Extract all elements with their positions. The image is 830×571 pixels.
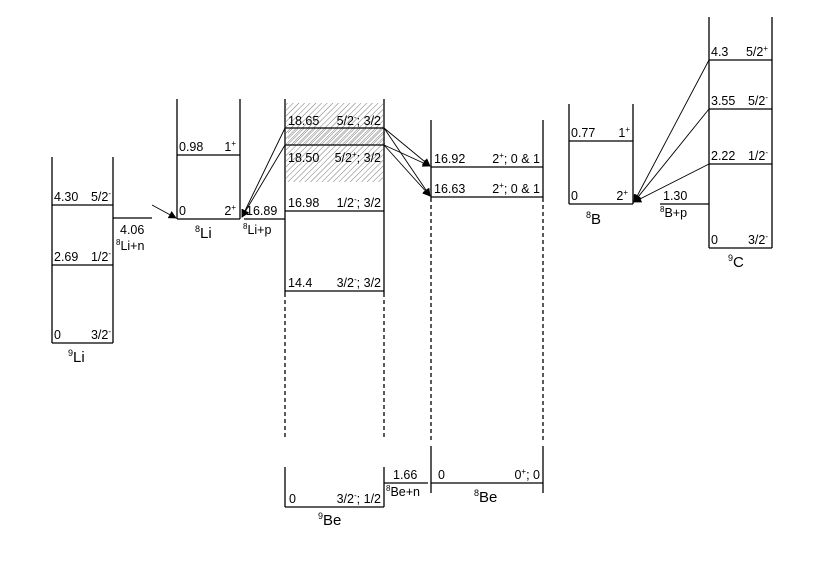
li9-level-spin: 3/2- (91, 327, 111, 342)
li8-nucleus-label: 8Li (195, 224, 212, 242)
c9-level-energy: 4.3 (711, 45, 728, 59)
li9-level-energy: 2.69 (54, 250, 78, 264)
be9-width-band-18.50 (286, 145, 383, 182)
li9-level-energy: 4.30 (54, 190, 78, 204)
arrow-be9-18.50-to-li8 (241, 144, 286, 218)
li9-level-spin: 1/2- (91, 249, 111, 264)
b8-nucleus-label: 8B (586, 210, 601, 228)
be9-level-spin: 1/2-; 3/2 (337, 195, 381, 210)
be8-level-energy: 16.63 (434, 182, 465, 196)
c9-level-spin: 5/2+ (746, 44, 768, 59)
b8-level-spin: 1+ (618, 125, 630, 140)
arrow-c9-4.3-to-b8 (633, 59, 710, 203)
li8-level-energy: 0.98 (179, 140, 203, 154)
li8-level-spin: 2+ (224, 203, 236, 218)
c9-level-spin: 1/2- (748, 148, 768, 163)
c9-nucleus-label: 9C (728, 253, 744, 271)
li9-scheme: 4.30 5/2- 2.69 1/2- 0 3/2- 9Li 4.06 8Li+… (51, 157, 152, 366)
li8-threshold-energy: 16.89 (246, 204, 277, 218)
be9-level-energy: 0 (289, 492, 296, 506)
arrow-be9-18.65-to-be8-16.63 (383, 127, 431, 197)
c9-scheme: 4.3 5/2+ 3.55 5/2- 2.22 1/2- 0 3/2- 9C (708, 17, 773, 271)
arrow-be9-18.50-to-be8-16.92 (383, 144, 431, 167)
arrow-c9-2.22-to-b8 (633, 163, 710, 203)
li8-scheme: 0.98 1+ 0 2+ 8Li 16.89 8Li+p (176, 99, 285, 242)
be8-level-energy: 16.92 (434, 152, 465, 166)
c9-level-energy: 3.55 (711, 94, 735, 108)
c9-level-energy: 2.22 (711, 149, 735, 163)
be9-width-band-18.65 (286, 103, 383, 128)
b8-level-energy: 0 (571, 189, 578, 203)
b8-level-energy: 0.77 (571, 126, 595, 140)
be9-level-energy: 18.50 (288, 151, 319, 165)
c9-level-spin: 3/2- (748, 232, 768, 247)
b8-threshold-label: 8B+p (660, 205, 687, 220)
be8-level-spin: 2+; 0 & 1 (492, 181, 540, 196)
arrow-li9-to-li8 (151, 204, 177, 219)
be8-level-spin: 2+; 0 & 1 (492, 151, 540, 166)
li9-nucleus-label: 9Li (68, 348, 85, 366)
arrow-be9-18.65-to-be8-16.92 (383, 127, 431, 167)
be9-level-spin: 5/2+; 3/2 (335, 150, 381, 165)
be9-scheme: 18.65 5/2-; 3/2 18.50 5/2+; 3/2 16.98 1/… (284, 99, 428, 529)
transition-arrows (151, 59, 710, 219)
c9-level-energy: 0 (711, 233, 718, 247)
li8-level-energy: 0 (179, 204, 186, 218)
be9-level-spin: 3/2-; 1/2 (337, 491, 381, 506)
be8-level-spin: 0+; 0 (514, 467, 540, 482)
be9-width-band-dense-2 (288, 128, 385, 145)
be9-nucleus-label: 9Be (318, 511, 341, 529)
be9-level-spin: 3/2-; 3/2 (337, 275, 381, 290)
be9-threshold-label: 8Be+n (386, 484, 420, 499)
li8-threshold-label: 8Li+p (243, 222, 271, 237)
li9-level-spin: 5/2- (91, 189, 111, 204)
arrow-c9-3.55-to-b8 (633, 108, 710, 203)
b8-scheme: 0.77 1+ 0 2+ 8B 1.30 8B+p (568, 104, 709, 228)
be9-level-energy: 18.65 (288, 114, 319, 128)
b8-level-spin: 2+ (616, 188, 628, 203)
c9-level-spin: 5/2- (748, 93, 768, 108)
be8-level-energy: 0 (438, 468, 445, 482)
be9-level-spin: 5/2-; 3/2 (337, 113, 381, 128)
li9-level-energy: 0 (54, 328, 61, 342)
arrow-be9-18.65-to-li8 (241, 127, 286, 218)
li8-level-spin: 1+ (224, 139, 236, 154)
li9-threshold-energy: 4.06 (120, 223, 144, 237)
be8-nucleus-label: 8Be (474, 488, 497, 506)
li9-threshold-label: 8Li+n (116, 238, 144, 253)
be8-scheme: 16.92 2+; 0 & 1 16.63 2+; 0 & 1 0 0+; 0 … (430, 120, 544, 506)
be9-level-energy: 14.4 (288, 276, 312, 290)
b8-threshold-energy: 1.30 (663, 189, 687, 203)
be9-level-energy: 16.98 (288, 196, 319, 210)
arrow-be9-18.50-to-be8-16.63 (383, 144, 431, 197)
be9-threshold-energy: 1.66 (393, 468, 417, 482)
